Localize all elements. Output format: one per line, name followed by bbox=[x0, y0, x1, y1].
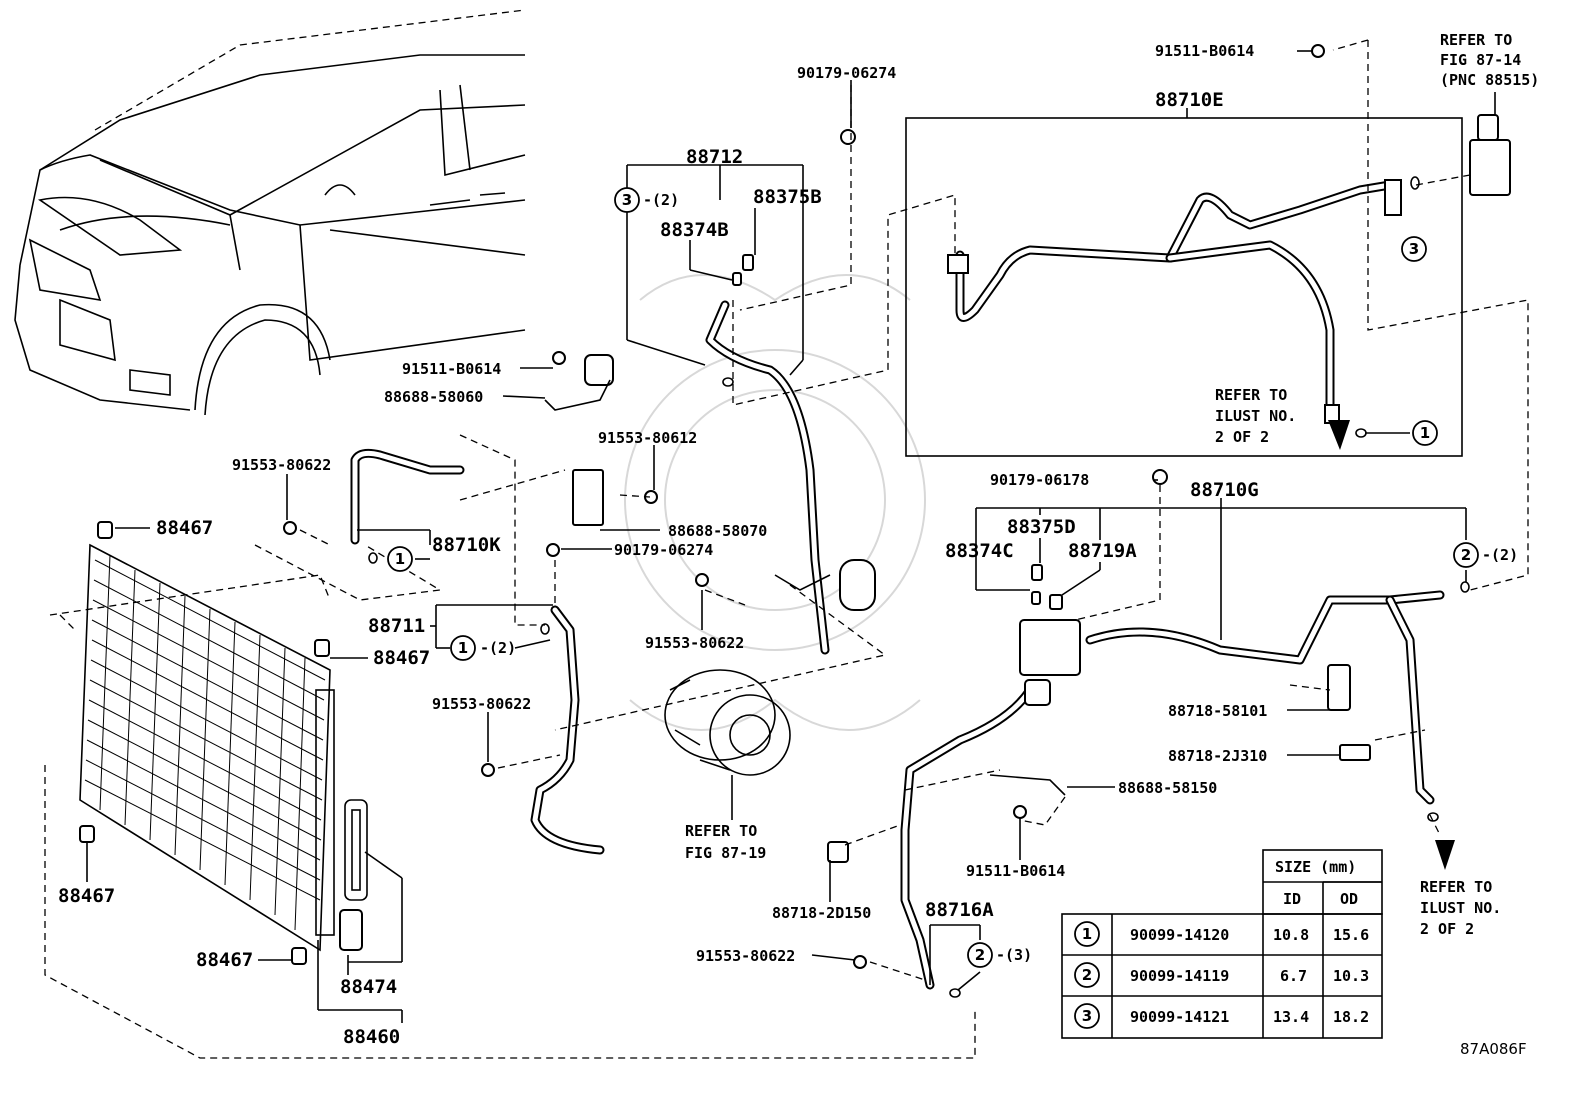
label-88375b: 88375B bbox=[753, 186, 822, 208]
ref-circle-2: 2 bbox=[1461, 546, 1471, 564]
table-id: 10.8 bbox=[1273, 926, 1309, 944]
label-88467-c: 88467 bbox=[58, 885, 115, 907]
label-88710e: 88710E bbox=[1155, 89, 1224, 111]
label-88467-d: 88467 bbox=[196, 949, 253, 971]
label-91553-80622-d: 91553-80622 bbox=[696, 947, 795, 965]
clamp-88688-58060 bbox=[584, 354, 614, 386]
size-table: SIZE (mm) ID OD 1 90099-14120 10.8 15.6 … bbox=[1061, 849, 1383, 1039]
note-fig87-14-line3: (PNC 88515) bbox=[1440, 71, 1539, 89]
label-88718-2d150: 88718-2D150 bbox=[772, 904, 871, 922]
table-row: 1 90099-14120 10.8 15.6 bbox=[1074, 921, 1369, 947]
table-od: 15.6 bbox=[1333, 926, 1369, 944]
table-od: 10.3 bbox=[1333, 967, 1369, 985]
table-row: 2 90099-14119 6.7 10.3 bbox=[1074, 962, 1369, 988]
note-fig87-14-line2: FIG 87-14 bbox=[1440, 51, 1521, 69]
note-fig87-14-line1: REFER TO bbox=[1440, 31, 1512, 49]
label-88716a: 88716A bbox=[925, 899, 994, 921]
label-91553-80612: 91553-80612 bbox=[598, 429, 697, 447]
ref-circle-1: 1 bbox=[1420, 424, 1430, 442]
table-ref: 2 bbox=[1082, 966, 1092, 984]
label-88712: 88712 bbox=[686, 146, 743, 168]
part-labels: 90179-06274 88712 88375B 88374B 91511-B0… bbox=[58, 42, 1267, 1048]
label-88688-58070: 88688-58070 bbox=[668, 522, 767, 540]
table-row: 3 90099-14121 13.4 18.2 bbox=[1074, 1003, 1369, 1029]
note-ilust-bottom-line3: 2 OF 2 bbox=[1420, 920, 1474, 938]
88710e-frame bbox=[905, 117, 1463, 457]
label-91553-80622-a: 91553-80622 bbox=[232, 456, 331, 474]
label-90179-06178: 90179-06178 bbox=[990, 471, 1089, 489]
label-88474: 88474 bbox=[340, 976, 397, 998]
table-part: 90099-14120 bbox=[1130, 926, 1229, 944]
ref-circle-3: 3 bbox=[1409, 240, 1419, 258]
arrow-down-icon bbox=[1435, 840, 1455, 870]
label-91511-b0614-low: 91511-B0614 bbox=[966, 862, 1065, 880]
label-88374b: 88374B bbox=[660, 219, 729, 241]
watermark-emblem bbox=[624, 274, 926, 731]
table-id: 13.4 bbox=[1273, 1008, 1309, 1026]
qty-2-2: -(2) bbox=[1482, 546, 1518, 564]
ref-circle-2: 2 bbox=[975, 946, 985, 964]
label-90179-06274: 90179-06274 bbox=[797, 64, 896, 82]
label-90179-06274-mid: 90179-06274 bbox=[614, 541, 713, 559]
figure-code: 87A086F bbox=[1460, 1040, 1527, 1058]
note-fig87-19-line2: FIG 87-19 bbox=[685, 844, 766, 862]
table-header-size: SIZE (mm) bbox=[1275, 858, 1356, 876]
note-ilust-top-line3: 2 OF 2 bbox=[1215, 428, 1269, 446]
table-header-id: ID bbox=[1283, 890, 1301, 908]
label-88711: 88711 bbox=[368, 615, 425, 637]
arrow-down-icon bbox=[1328, 420, 1350, 450]
label-88718-2j310: 88718-2J310 bbox=[1168, 747, 1267, 765]
label-91511-b0614-mid: 91511-B0614 bbox=[402, 360, 501, 378]
fasteners bbox=[283, 44, 1325, 969]
table-od: 18.2 bbox=[1333, 1008, 1369, 1026]
vehicle-outline bbox=[14, 9, 526, 416]
compressor bbox=[664, 669, 791, 776]
table-ref: 1 bbox=[1082, 925, 1092, 943]
note-ilust-top-line1: REFER TO bbox=[1215, 386, 1287, 404]
ref-circle-1: 1 bbox=[395, 550, 405, 568]
ref-circle-3: 3 bbox=[622, 191, 632, 209]
circled-refs: 3 -(2) 3 1 1 1 -(2) 2 -(2) 2 -(3) bbox=[387, 187, 1518, 968]
qty-3-2: -(2) bbox=[643, 191, 679, 209]
label-88688-58150: 88688-58150 bbox=[1118, 779, 1217, 797]
label-88467-b: 88467 bbox=[373, 647, 430, 669]
table-id: 6.7 bbox=[1280, 967, 1307, 985]
qty-2-3: -(3) bbox=[996, 946, 1032, 964]
note-fig87-19-line1: REFER TO bbox=[685, 822, 757, 840]
label-88718-58101: 88718-58101 bbox=[1168, 702, 1267, 720]
label-91511-b0614-top: 91511-B0614 bbox=[1155, 42, 1254, 60]
ref-circle-1: 1 bbox=[458, 639, 468, 657]
label-88688-58060: 88688-58060 bbox=[384, 388, 483, 406]
label-91553-80622-c: 91553-80622 bbox=[432, 695, 531, 713]
reference-notes: REFER TO FIG 87-14 (PNC 88515) REFER TO … bbox=[685, 31, 1539, 938]
label-91553-80622-b: 91553-80622 bbox=[645, 634, 744, 652]
hoses bbox=[350, 180, 1445, 990]
note-ilust-bottom-line2: ILUST NO. bbox=[1420, 899, 1501, 917]
label-88375d: 88375D bbox=[1007, 516, 1076, 538]
label-88710k: 88710K bbox=[432, 534, 501, 556]
table-part: 90099-14121 bbox=[1130, 1008, 1229, 1026]
note-ilust-top-line2: ILUST NO. bbox=[1215, 407, 1296, 425]
table-part: 90099-14119 bbox=[1130, 967, 1229, 985]
note-ilust-bottom-line1: REFER TO bbox=[1420, 878, 1492, 896]
dashed-guides bbox=[254, 39, 1529, 981]
table-header-od: OD bbox=[1340, 890, 1358, 908]
label-88467-a: 88467 bbox=[156, 517, 213, 539]
o-rings bbox=[368, 176, 1470, 998]
qty-1-2: -(2) bbox=[480, 639, 516, 657]
condenser-88460 bbox=[79, 521, 368, 965]
label-88460: 88460 bbox=[343, 1026, 400, 1048]
label-88719a: 88719A bbox=[1068, 540, 1137, 562]
label-88374c: 88374C bbox=[945, 540, 1014, 562]
label-88710g: 88710G bbox=[1190, 479, 1259, 501]
table-ref: 3 bbox=[1082, 1007, 1092, 1025]
leader-lines bbox=[86, 50, 1496, 1023]
